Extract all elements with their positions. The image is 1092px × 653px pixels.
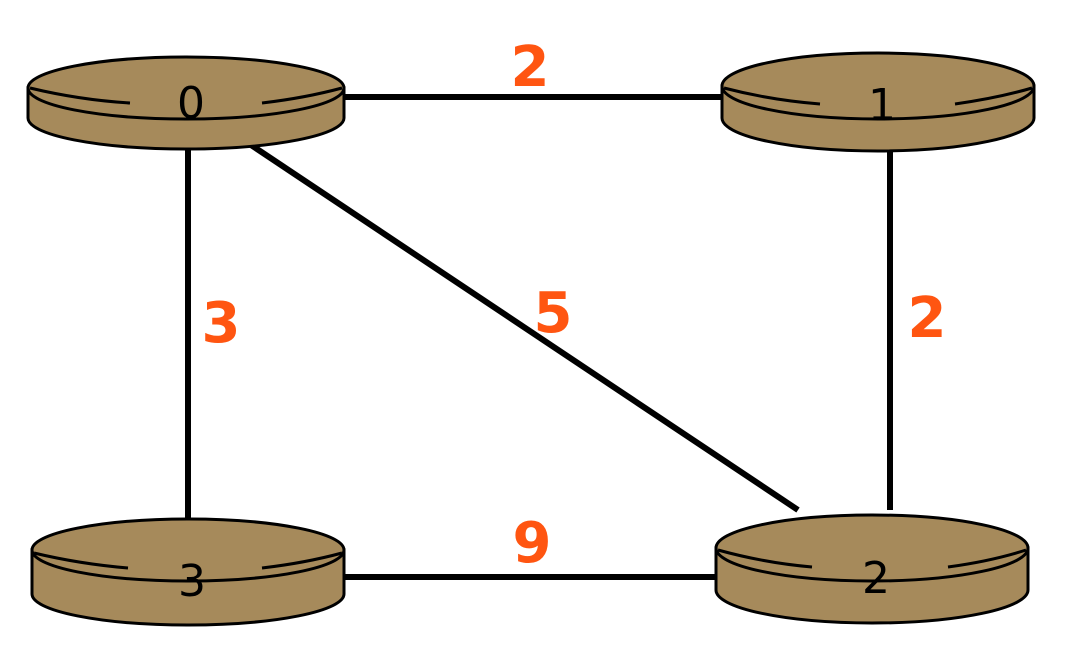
router-arc-right — [261, 551, 343, 570]
router-node-3: 3 — [30, 517, 346, 627]
edge-weight-1-2: 2 — [908, 286, 947, 351]
edge-weight-0-2: 5 — [534, 281, 573, 346]
router-node-0: 0 — [26, 55, 346, 151]
edges — [185, 94, 893, 580]
router-arc-left — [717, 548, 813, 569]
router-label-2: 2 — [862, 553, 890, 604]
router-label-3: 3 — [178, 556, 206, 607]
router-arc-left — [29, 86, 131, 105]
edge-0-2 — [246, 140, 800, 513]
router-arc-right — [954, 86, 1033, 106]
router-arc-right — [947, 548, 1027, 569]
edge-weight-0-3: 3 — [202, 291, 241, 356]
router-arc-left — [723, 86, 821, 106]
edge-weight-0-1: 2 — [511, 35, 550, 100]
router-node-1: 1 — [720, 51, 1036, 153]
router-label-0: 0 — [177, 78, 205, 129]
edge-weights: 2 2 5 3 9 — [202, 35, 947, 576]
router-arc-left — [33, 551, 129, 570]
router-node-2: 2 — [714, 513, 1030, 625]
edge-weight-3-2: 9 — [513, 511, 552, 576]
router-arc-right — [261, 86, 343, 105]
router-label-1: 1 — [868, 80, 896, 131]
